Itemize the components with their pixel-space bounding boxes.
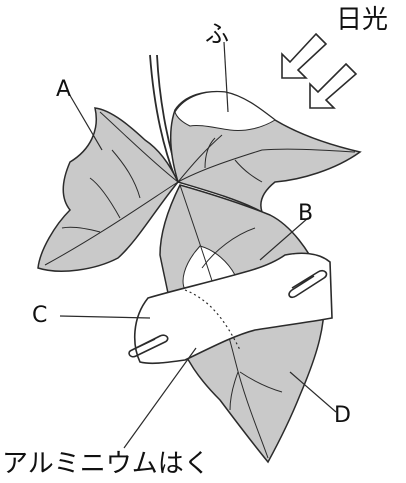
label-variegation: ふ [205, 20, 229, 48]
label-a: A [56, 77, 71, 102]
sunlight-arrow-icon [282, 34, 356, 108]
label-aluminum-foil: アルミニウムはく [2, 449, 210, 479]
label-c: C [32, 303, 47, 328]
leaf-a [38, 108, 178, 271]
label-sunlight: 日光 [336, 5, 388, 35]
label-b: B [298, 201, 313, 226]
label-d: D [334, 403, 351, 428]
